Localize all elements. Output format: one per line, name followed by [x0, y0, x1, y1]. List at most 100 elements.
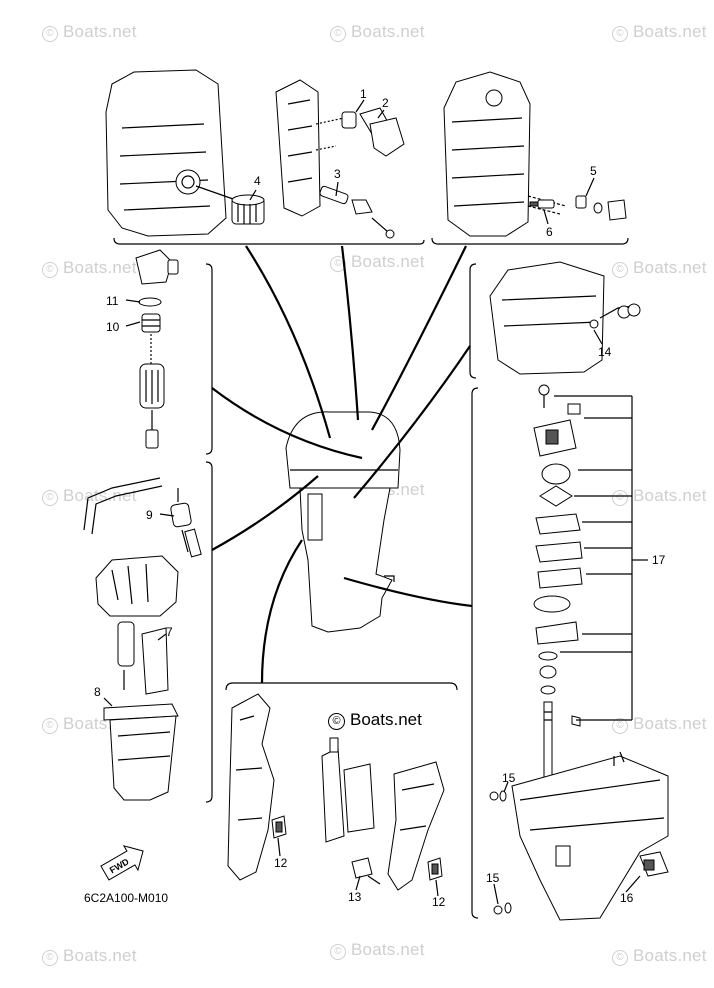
drain-screw [493, 905, 503, 915]
thermostat-cover [369, 117, 405, 157]
thermostat [341, 111, 357, 129]
vapor-separator-cover [95, 555, 179, 617]
motor-midsection [299, 487, 393, 633]
callout-12: 12 [432, 895, 446, 909]
filter-axis [195, 185, 237, 201]
copyright-icon: © [612, 490, 628, 506]
copyright-icon: © [42, 262, 58, 278]
clamp-bracket-left [227, 693, 275, 881]
leader-8 [103, 697, 113, 707]
fuel-filter-head [135, 249, 173, 285]
block-port-inner [181, 175, 195, 189]
drain-screw [489, 791, 499, 801]
lower-case-plate [555, 845, 571, 867]
head-port [485, 89, 503, 107]
block-port [175, 169, 201, 195]
callout-2: 2 [382, 96, 389, 110]
pump-base-gasket [535, 621, 579, 645]
bushing-insert [275, 821, 283, 833]
copyright-icon: © [42, 950, 58, 966]
copyright-icon: © [612, 950, 628, 966]
oil-filter-grip [237, 204, 257, 224]
spark-plug-tip [529, 201, 539, 207]
bushing-insert [431, 863, 439, 875]
motor-bracket [307, 493, 323, 541]
callout-16: 16 [620, 891, 634, 905]
outer-plate [535, 541, 583, 563]
oil-seal [539, 665, 557, 679]
callout-leaders [103, 99, 641, 905]
leader-line [340, 245, 360, 421]
copyright-icon: © [612, 262, 628, 278]
leader-line [245, 245, 332, 439]
bolt-head [567, 403, 581, 415]
callout-15: 15 [486, 871, 500, 885]
motor-cowling [285, 411, 401, 489]
exhaust-assembly [489, 261, 641, 375]
fuel-hose [83, 477, 161, 531]
bowl-ribs [117, 731, 171, 761]
gasket-upper [535, 513, 581, 535]
inline-fuel-filter [170, 502, 192, 528]
screw [367, 875, 381, 885]
anode-cover [351, 199, 373, 215]
bolt-head [385, 229, 395, 239]
watermark: ©Boats.net [42, 486, 137, 506]
group-bracket-left-upper [205, 263, 213, 455]
watermark: ©Boats.net [612, 714, 707, 734]
anode-insert [643, 859, 655, 871]
trim-sender [351, 857, 373, 879]
leader-4 [249, 189, 257, 201]
washer [593, 202, 603, 214]
copyright-icon: © [42, 490, 58, 506]
o-ring [538, 651, 558, 661]
anode-rod [319, 185, 349, 205]
bolt [613, 751, 625, 766]
leader-1 [355, 99, 365, 113]
callout-15: 15 [502, 771, 516, 785]
pump-bracket [141, 627, 169, 695]
leader-7 [157, 633, 167, 641]
filter-connectors [177, 488, 189, 553]
group-bracket-bottom [225, 682, 458, 691]
pump-base [533, 595, 571, 613]
callout-7: 7 [166, 625, 173, 639]
copyright-icon: © [330, 256, 346, 272]
copyright-icon: © [42, 718, 58, 734]
oil-filter [231, 194, 265, 225]
impeller [539, 485, 573, 507]
clamp-bracket-right [387, 761, 445, 891]
leader-line [343, 576, 473, 608]
spark-plug [537, 199, 555, 209]
cylinder-block-assembly [105, 69, 405, 239]
head-ribs [451, 117, 525, 207]
copyright-icon: © [328, 713, 345, 730]
group-bracket-left-lower [205, 461, 213, 803]
cylinder-rod [329, 737, 339, 753]
leader-14 [593, 329, 603, 345]
leader-9 [159, 513, 175, 517]
fwd-arrow: FWD [100, 845, 144, 881]
bracket-ticks [554, 395, 632, 721]
outboard-motor [285, 411, 401, 633]
bracket-ribs [399, 783, 435, 831]
fuel-filter-assembly [135, 249, 179, 449]
callout-5: 5 [590, 164, 597, 178]
bolt [371, 217, 389, 233]
housing-ribs [501, 295, 599, 327]
hose-end [184, 528, 202, 558]
connector [145, 429, 159, 449]
diagram-code: 6C2A100-M010 [84, 891, 169, 905]
leader-12 [435, 879, 439, 897]
filter-element [141, 313, 161, 333]
bracket-ribs [235, 715, 263, 821]
leader-10 [125, 321, 141, 327]
block-ribs [119, 123, 211, 211]
tilt-motor [343, 763, 375, 833]
copyright-label: ©Boats.net [328, 710, 422, 730]
cover-detail [111, 563, 149, 605]
grommet [589, 319, 599, 329]
o-ring [138, 297, 162, 307]
